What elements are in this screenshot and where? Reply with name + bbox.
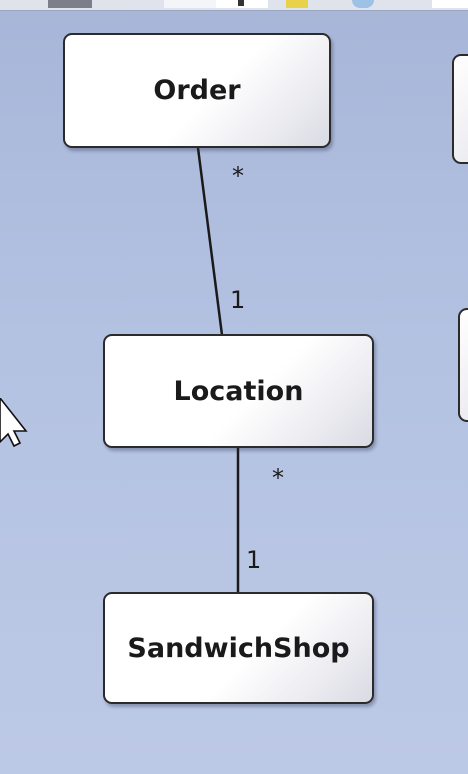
multiplicity-order-end: * — [232, 162, 244, 190]
multiplicity-location-shop-end: * — [272, 464, 284, 492]
class-box-order[interactable]: Order — [63, 33, 331, 148]
multiplicity-location-end: 1 — [230, 286, 246, 314]
dropdown-arrow-icon[interactable] — [238, 0, 244, 6]
class-box-sandwich-shop[interactable]: SandwichShop — [103, 592, 374, 704]
association-order-location[interactable] — [196, 147, 224, 336]
mouse-pointer-icon — [0, 398, 28, 448]
toolbar-globe-icon[interactable] — [352, 0, 374, 8]
toolbar-strip — [0, 0, 468, 11]
multiplicity-sandwichshop-end: 1 — [246, 546, 262, 574]
partial-class-box[interactable] — [452, 54, 468, 164]
toolbar-button[interactable] — [48, 0, 92, 8]
toolbar-folder-icon[interactable] — [286, 0, 308, 8]
toolbar-button[interactable] — [164, 0, 216, 8]
class-box-location[interactable]: Location — [103, 334, 374, 448]
class-name-sandwich-shop: SandwichShop — [127, 632, 350, 664]
toolbar-field[interactable] — [432, 0, 468, 8]
partial-class-box[interactable] — [458, 308, 468, 422]
class-name-location: Location — [173, 375, 304, 407]
class-name-order: Order — [153, 75, 241, 106]
